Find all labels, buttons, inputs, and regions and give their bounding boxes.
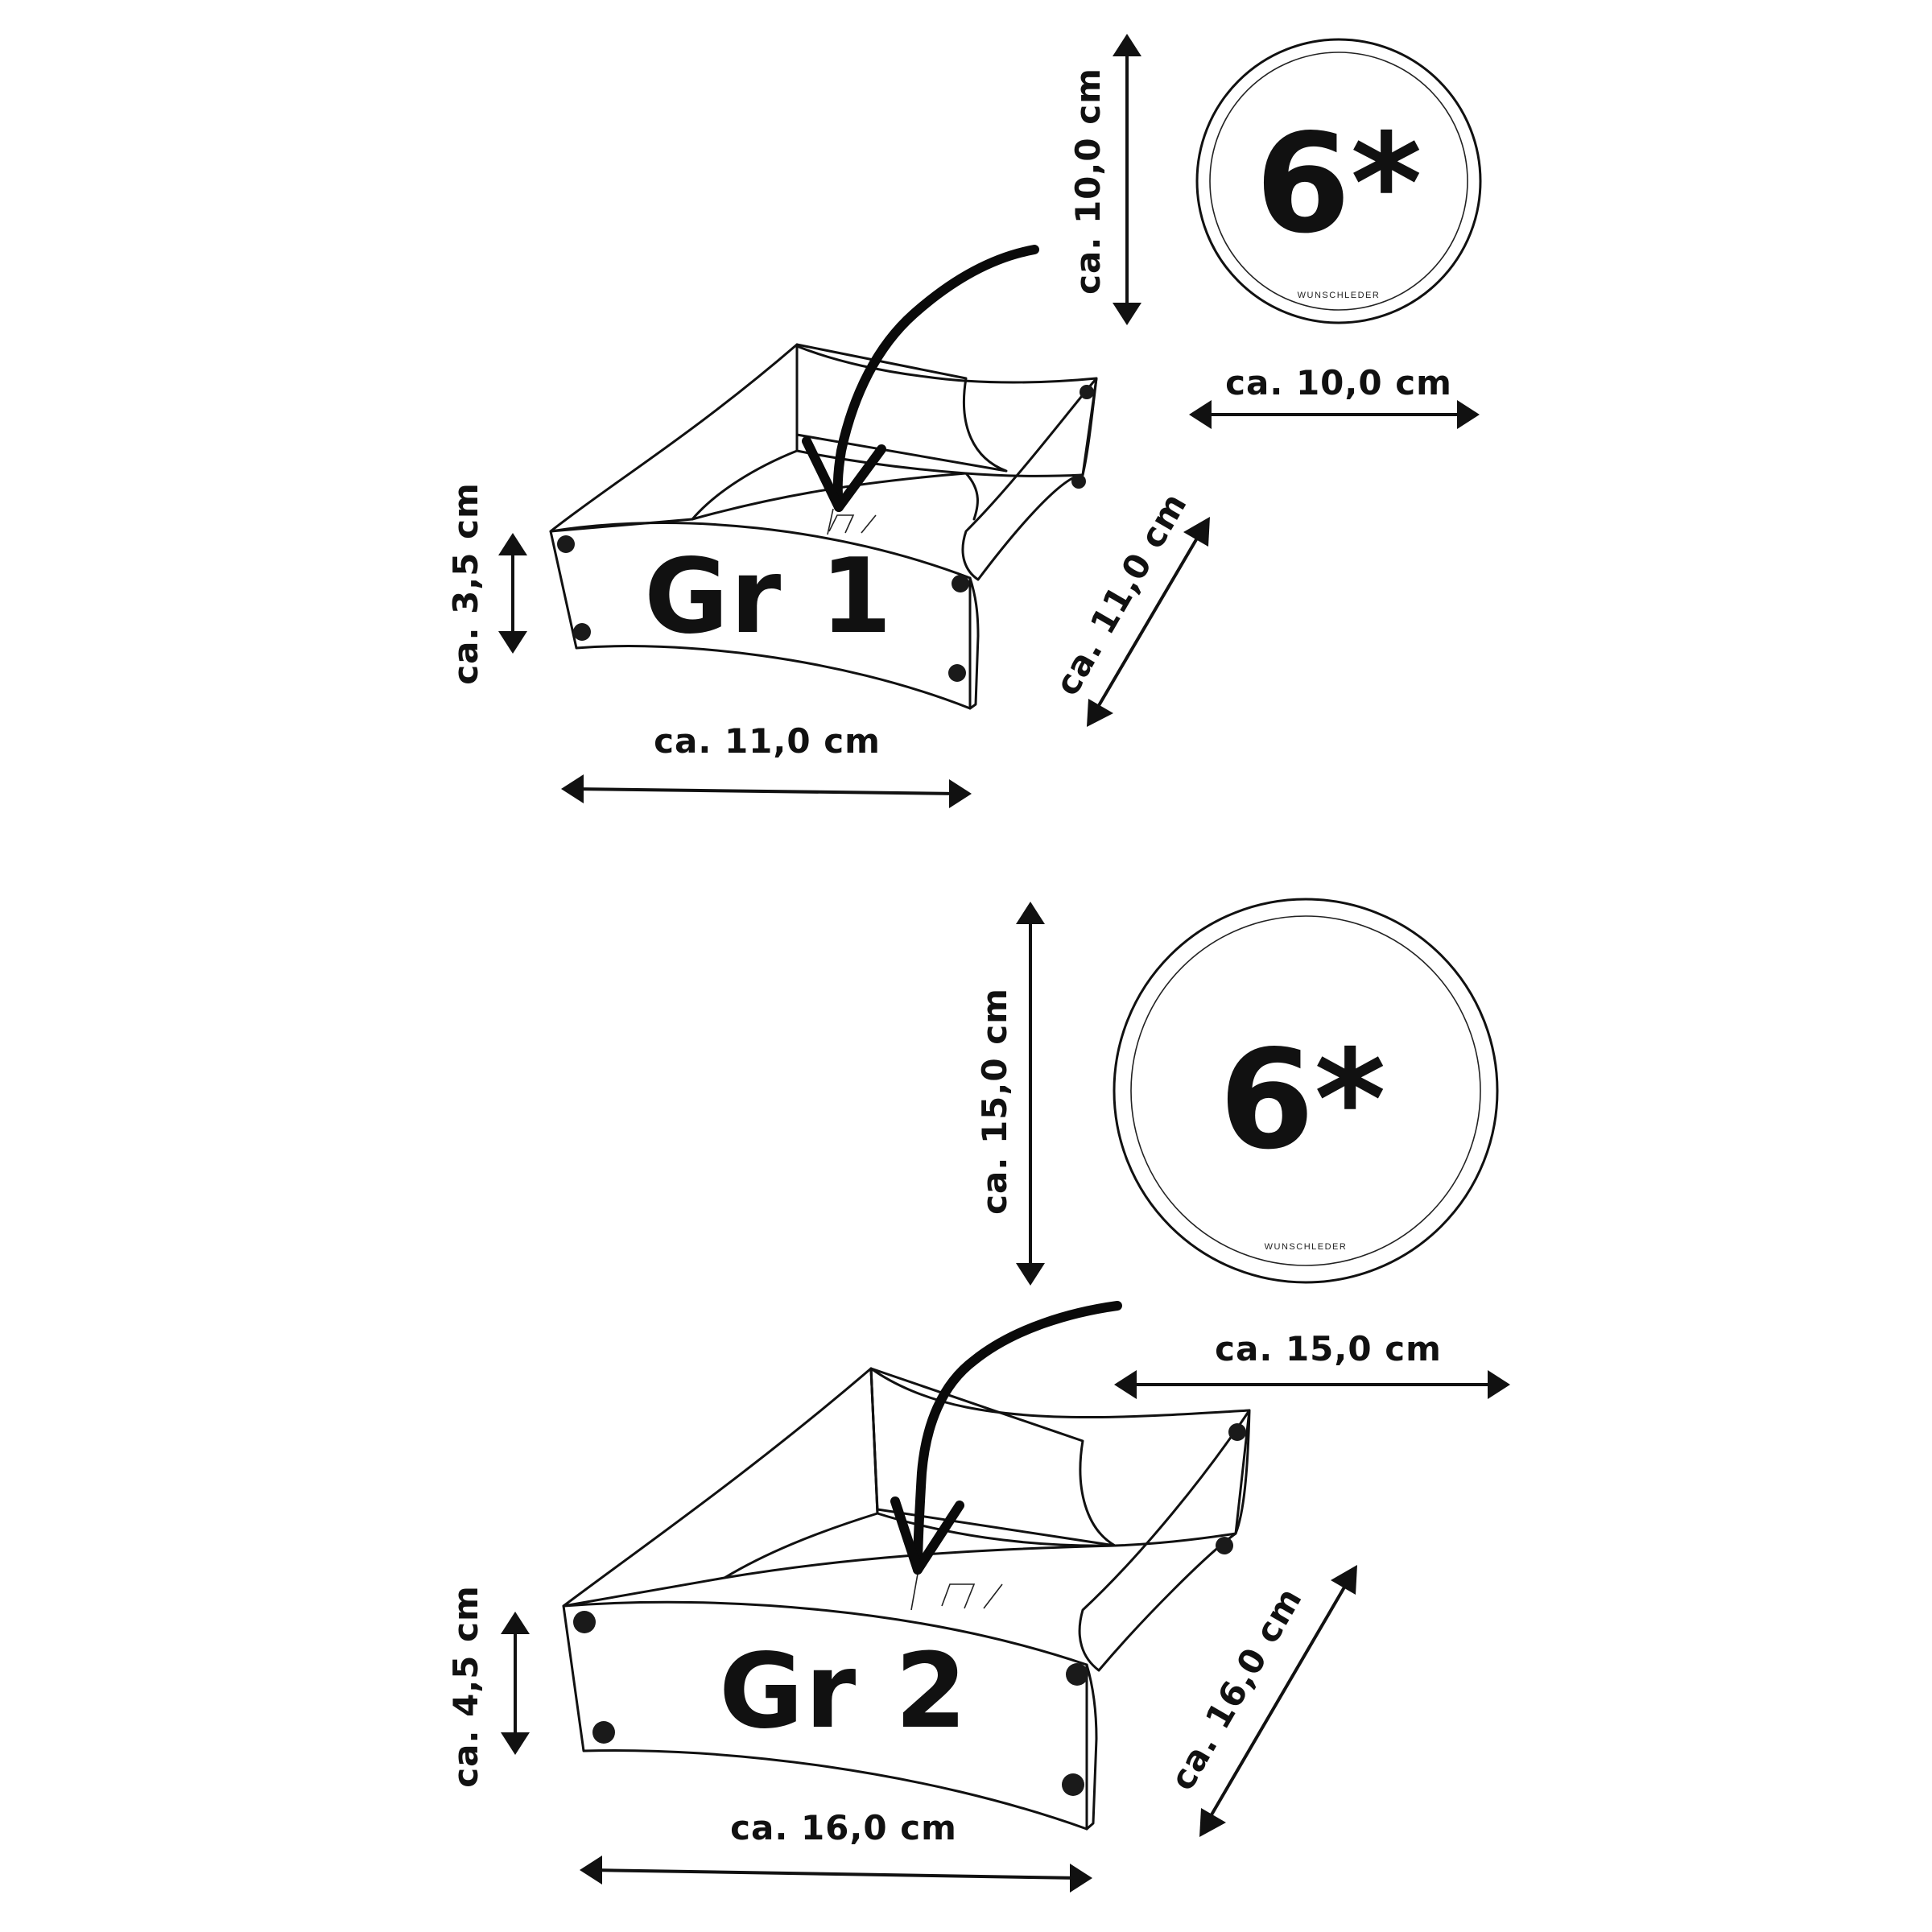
insert-arrow-head — [802, 436, 886, 512]
rivet — [948, 664, 966, 682]
disc-2-width-dimension: ca. 15,0 cm — [1114, 1329, 1510, 1399]
disc-1-width-dimension: ca. 10,0 cm — [1189, 363, 1480, 429]
leather-disc-1: 6* WUNSCHLEDER — [1195, 38, 1482, 324]
disc-badge: 6* — [1219, 1021, 1385, 1180]
tray-size-2: Gr 2 — [562, 1367, 1251, 1831]
tray-floor — [691, 472, 979, 521]
disc-2-height-dimension: ca. 15,0 cm — [975, 902, 1045, 1286]
rivet — [1066, 1663, 1088, 1686]
tray-label-tag — [941, 1583, 1003, 1609]
tray-2-width-dimension: ca. 16,0 cm — [580, 1808, 1092, 1893]
dimension-label: ca. 16,0 cm — [1162, 1581, 1310, 1797]
tray-right-wall — [1078, 1409, 1251, 1672]
tray-2-depth-dimension: ca. 16,0 cm — [1162, 1565, 1357, 1837]
disc-badge: 6* — [1255, 105, 1422, 264]
rivet — [1080, 385, 1094, 399]
tray-front-wall-fold — [968, 576, 980, 710]
disc-1-height-dimension: ca. 10,0 cm — [1068, 34, 1141, 325]
tray-back-wall — [869, 1367, 1251, 1547]
tray-2-height-dimension: ca. 4,5 cm — [446, 1585, 530, 1788]
dimension-label: ca. 11,0 cm — [654, 721, 881, 761]
tray-front-wall — [549, 522, 972, 710]
dimension-label: ca. 15,0 cm — [1215, 1329, 1442, 1368]
tray-1-width-dimension: ca. 11,0 cm — [561, 721, 972, 808]
rivet — [592, 1721, 615, 1744]
rivet — [1228, 1423, 1246, 1441]
disc-brand: WUNSCHLEDER — [1265, 1242, 1348, 1252]
dimension-label: ca. 4,5 cm — [446, 1585, 485, 1788]
dimension-label: ca. 16,0 cm — [730, 1808, 957, 1847]
tray-size-1: Gr 1 — [549, 343, 1098, 710]
rivet — [573, 623, 591, 641]
leather-disc-2: 6* WUNSCHLEDER — [1113, 898, 1499, 1284]
tray-1-depth-dimension: ca. 11,0 cm — [1047, 486, 1210, 727]
rivet — [1216, 1537, 1233, 1554]
tray-size-label: Gr 1 — [644, 537, 894, 657]
disc-brand: WUNSCHLEDER — [1298, 291, 1381, 300]
insert-arrow — [913, 1301, 1122, 1575]
tray-tag-string — [910, 1573, 919, 1611]
rivet — [1071, 474, 1086, 489]
tray-left-wall — [549, 343, 799, 533]
tray-size-label: Gr 2 — [719, 1632, 968, 1752]
dimension-label: ca. 3,5 cm — [446, 482, 485, 685]
tray-left-wall — [562, 1367, 879, 1608]
tray-front-wall-fold — [1085, 1663, 1098, 1831]
rivet — [1062, 1773, 1084, 1796]
tray-label-tag — [828, 514, 877, 534]
tray-back-left-flap — [869, 1367, 1117, 1547]
tray-1-height-dimension: ca. 3,5 cm — [446, 482, 527, 685]
tray-back-left-flap — [795, 343, 1008, 473]
rivet — [573, 1611, 596, 1633]
insert-arrow — [832, 245, 1039, 512]
dimension-label: ca. 10,0 cm — [1068, 68, 1108, 295]
rivet — [952, 575, 969, 592]
dimension-label: ca. 15,0 cm — [975, 988, 1014, 1215]
dimension-label: ca. 10,0 cm — [1225, 363, 1452, 402]
rivet — [557, 535, 575, 553]
tray-right-wall — [961, 377, 1098, 581]
tray-tag-string — [827, 508, 834, 535]
insert-arrow-head — [890, 1496, 964, 1575]
